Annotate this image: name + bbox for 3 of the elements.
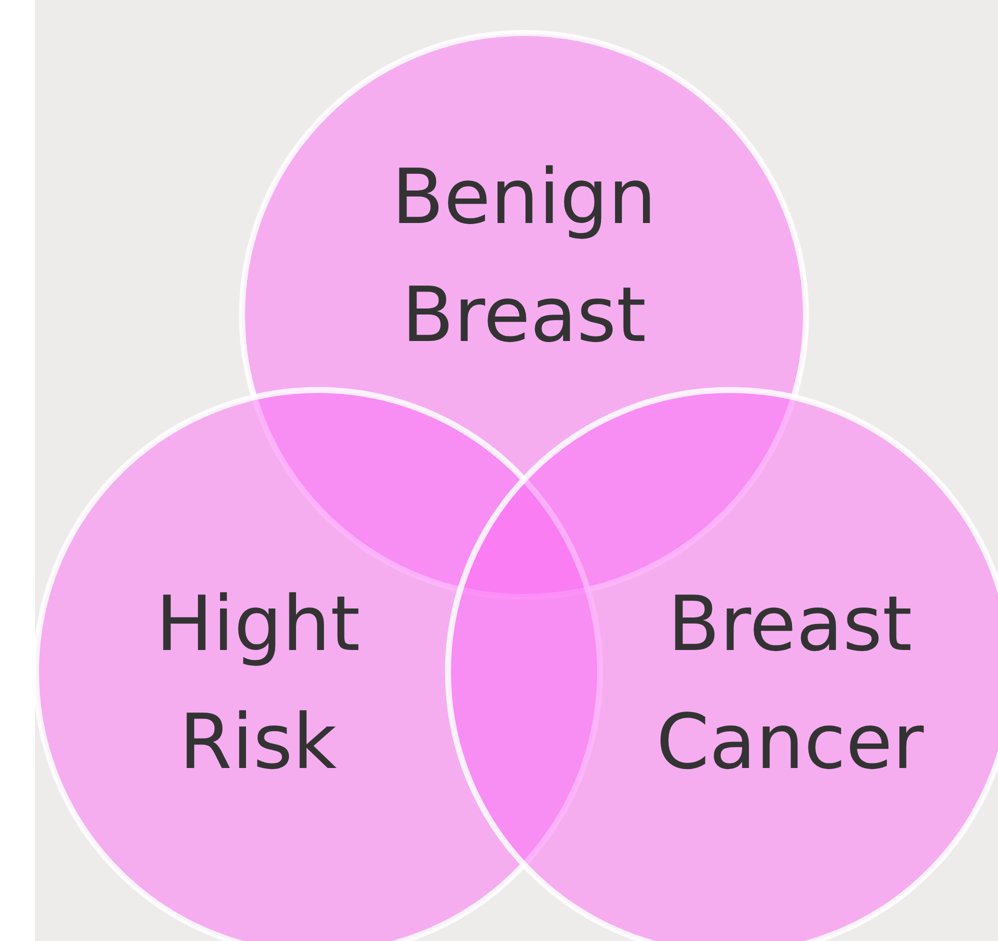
circle-label: Hight Risk xyxy=(154,578,362,788)
circle-label: Benign Breast xyxy=(390,151,658,361)
circle-label: Breast Cancer xyxy=(655,578,925,788)
